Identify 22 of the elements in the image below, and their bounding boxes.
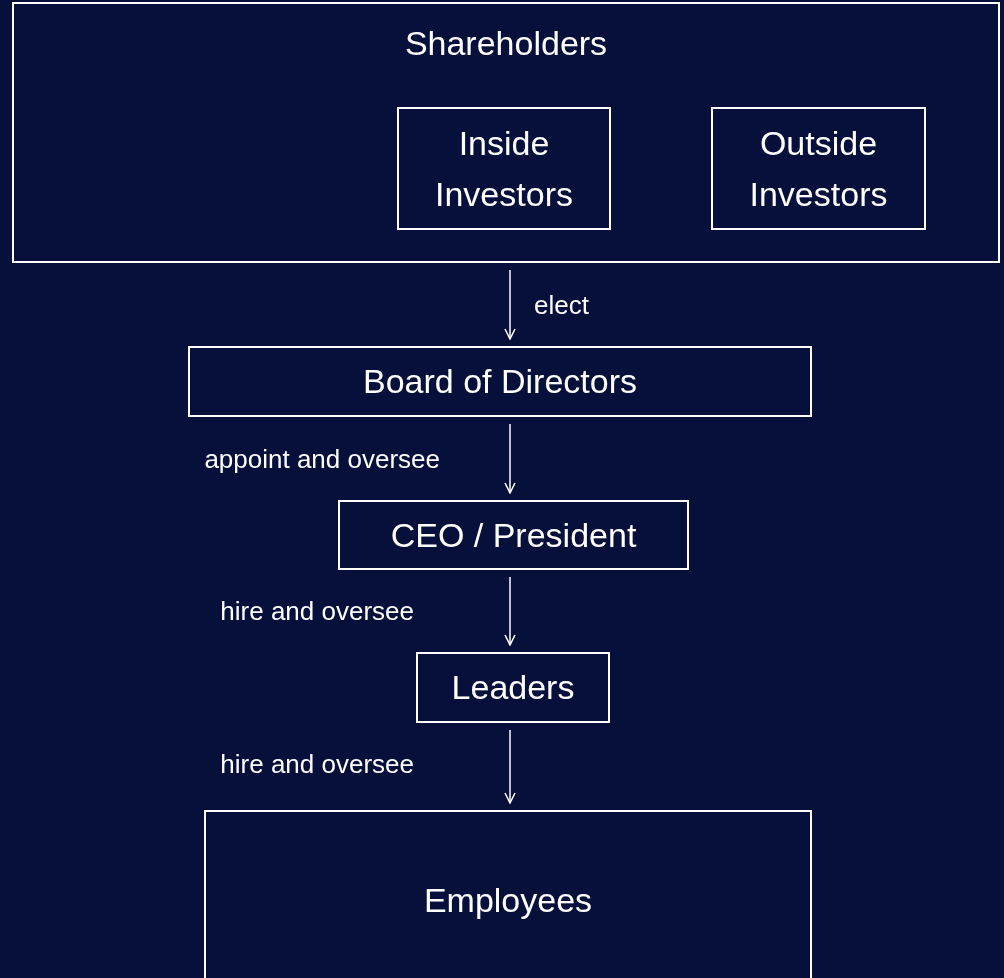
node-label: Leaders [450,667,576,708]
edge-label: hire and oversee [220,598,414,624]
edge-label: appoint and oversee [204,446,440,472]
arrow [504,269,516,340]
arrow [504,729,516,804]
node-label: Shareholders [403,23,609,64]
arrow [504,576,516,646]
node-box [416,652,610,723]
node-label: Board of Directors [362,361,638,402]
node-box [711,107,926,230]
node-label: Outside Investors [748,122,889,215]
node-label: Inside Investors [434,122,574,215]
node-label: Employees [422,879,594,921]
edge-label: hire and oversee [220,751,414,777]
node-box [338,500,689,570]
edge-label: elect [534,292,589,318]
node-box [188,346,812,417]
node-label: CEO / President [389,514,638,556]
node-box [204,810,812,978]
node-box [12,2,1000,263]
arrow [504,423,516,494]
node-box [397,107,611,230]
